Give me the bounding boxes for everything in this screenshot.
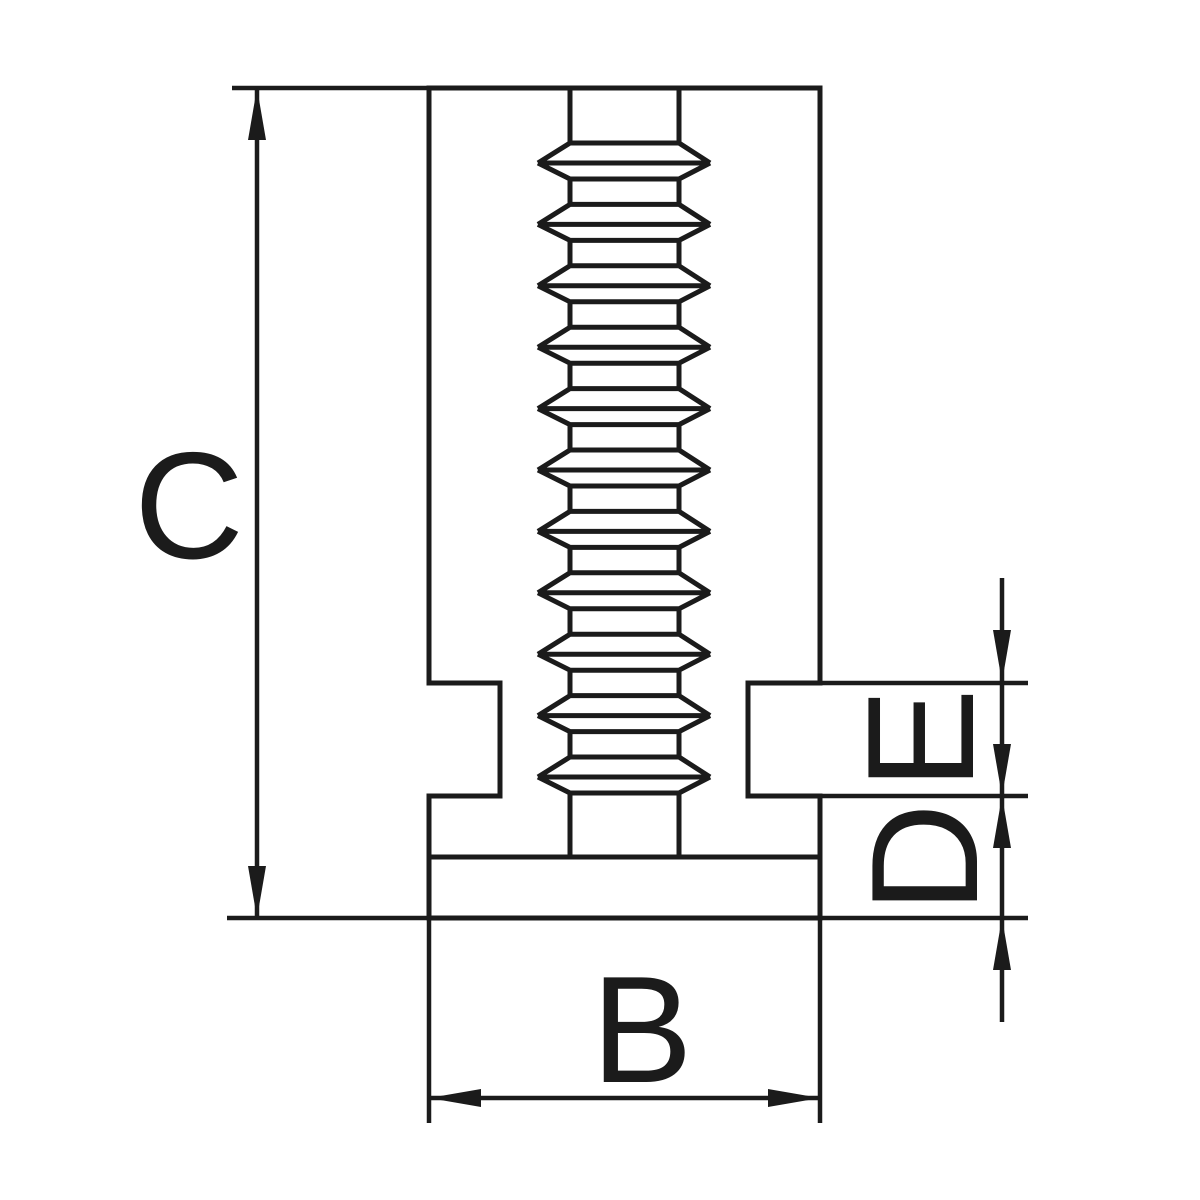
thread-shank-bottom (567, 793, 682, 857)
dimension-e-d: E D (836, 578, 1011, 1022)
dimension-b-arrow-left (429, 1089, 481, 1107)
part-views (426, 85, 823, 921)
dimension-b: B (429, 945, 820, 1115)
extension-lines (227, 85, 1028, 1123)
dimension-d-arrow-top (993, 744, 1011, 796)
dimension-d-arrow-bottom (993, 918, 1011, 970)
dimension-e-label: E (836, 688, 1006, 789)
dimension-c-arrow-bottom (248, 866, 266, 918)
dimension-c-arrow-top (248, 88, 266, 140)
dimension-d-label: D (840, 803, 1010, 913)
dimension-c-label: C (134, 421, 244, 591)
dimension-e-arrow-top (993, 630, 1011, 682)
dimension-b-label: B (591, 945, 692, 1115)
dimension-e-arrow-bottom (993, 796, 1011, 848)
dimension-c: C (134, 88, 266, 918)
thread-shank-top (567, 88, 682, 143)
thread-profile (538, 88, 710, 857)
dimension-b-arrow-right (768, 1089, 820, 1107)
